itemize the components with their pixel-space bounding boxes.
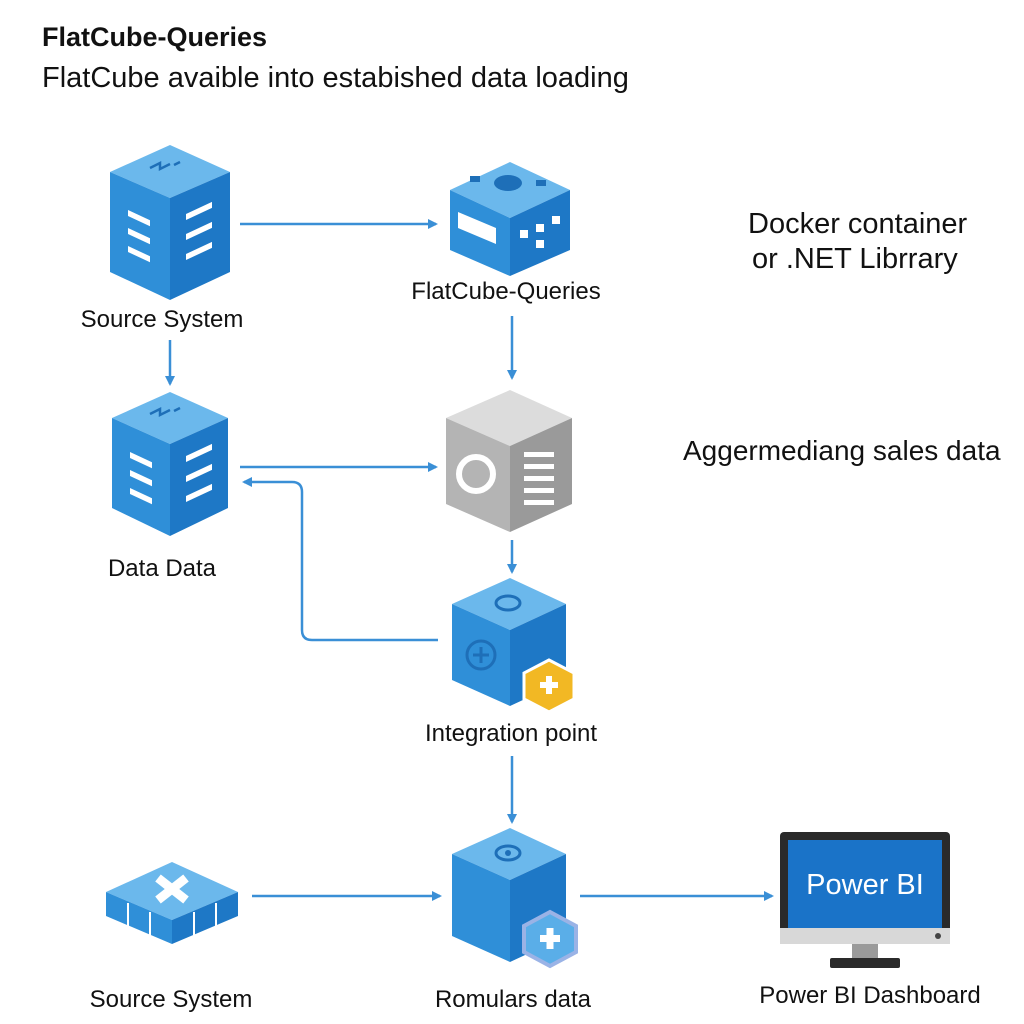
romulars-data-label: Romulars data bbox=[434, 986, 592, 1013]
connectors bbox=[165, 219, 774, 901]
source-system-bottom-label: Source System bbox=[89, 986, 253, 1013]
gray-processing-cube-icon bbox=[446, 390, 572, 532]
docker-note-line1: Docker container bbox=[748, 208, 968, 240]
flatcube-queries-label: FlatCube-Queries bbox=[411, 278, 601, 305]
plus-badge-icon bbox=[522, 658, 576, 714]
docker-note-line2: or .NET Librrary bbox=[752, 243, 958, 275]
server-cube-icon bbox=[112, 392, 228, 536]
flat-grid-platform-icon bbox=[106, 862, 238, 944]
diagram-subtitle: FlatCube avaible into estabished data lo… bbox=[42, 62, 629, 94]
aggregating-note: Aggermediang sales data bbox=[683, 435, 1001, 466]
flatcube-device-icon bbox=[450, 162, 570, 276]
server-cube-icon bbox=[110, 145, 230, 300]
power-bi-screen-text: Power BI bbox=[806, 869, 924, 901]
plus-badge-icon bbox=[522, 909, 578, 969]
data-data-label: Data Data bbox=[107, 555, 217, 582]
arrow-integration-to-datadata bbox=[242, 477, 438, 642]
diagram-title: FlatCube-Queries bbox=[42, 22, 268, 52]
source-system-top-label: Source System bbox=[80, 306, 244, 333]
monitor-icon: Power BI bbox=[780, 832, 950, 968]
integration-point-label: Integration point bbox=[424, 720, 598, 747]
power-bi-dashboard-label: Power BI Dashboard bbox=[759, 982, 981, 1009]
